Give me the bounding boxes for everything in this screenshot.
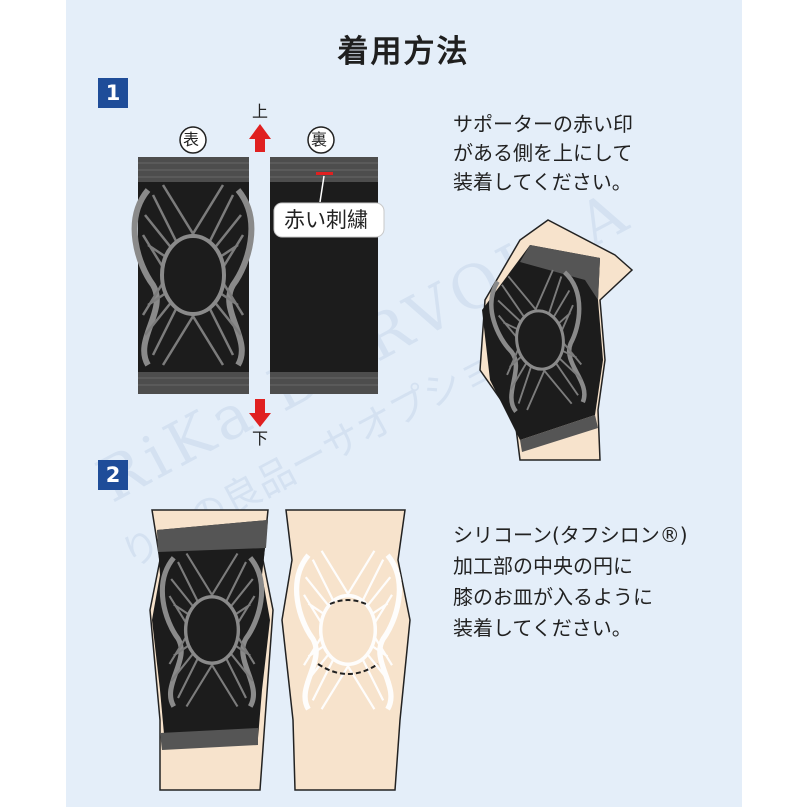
label-front: 表 [183, 130, 200, 149]
step1-line: サポーターの赤い印 [453, 112, 633, 136]
step1-instruction: サポーターの赤い印 がある側を上にして 装着してください。 [453, 110, 633, 197]
step1-line: がある側を上にして [453, 141, 633, 165]
label-back: 裏 [311, 130, 328, 149]
arrow-up-icon [249, 124, 271, 152]
step2-line: シリコーン(タフシロン®) [453, 523, 688, 547]
red-embroidery-callout [273, 202, 385, 238]
red-mark [316, 172, 333, 175]
step1-line: 装着してください。 [453, 170, 632, 194]
sleeve-front [135, 157, 252, 394]
step2-instruction: シリコーン(タフシロン®) 加工部の中央の円に 膝のお皿が入るように 装着してく… [453, 520, 688, 644]
leg-with-sleeve [149, 509, 274, 791]
step2-line: 加工部の中央の円に [453, 554, 633, 578]
arrow-down-icon [249, 399, 271, 427]
page-title: 着用方法 [337, 34, 470, 70]
step2-number-badge: 2 [98, 460, 128, 490]
label-back-circle [307, 126, 335, 154]
step2-line: 装着してください。 [453, 616, 632, 640]
arrow-up-label: 上 [252, 102, 269, 121]
red-embroidery-label: 赤い刺繍 [284, 208, 368, 232]
arrow-down-label: 下 [252, 429, 269, 448]
label-front-circle [179, 126, 207, 154]
step2-line: 膝のお皿が入るように [453, 585, 653, 609]
sleeve-back [270, 157, 378, 394]
leg-pattern-position [281, 509, 411, 791]
step1-number-badge: 1 [98, 78, 128, 108]
knee-illustration-bent [479, 219, 634, 461]
